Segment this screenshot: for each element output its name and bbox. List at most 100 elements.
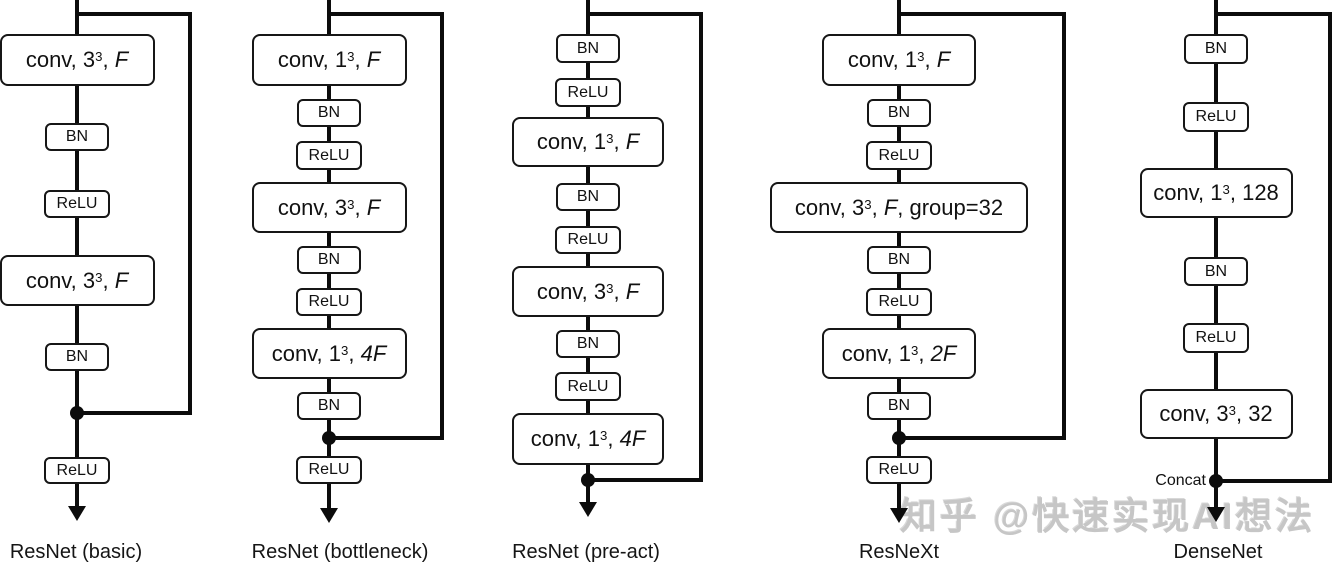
bn-box: BN <box>867 246 931 274</box>
relu-box: ReLU <box>866 288 932 316</box>
box-label: ReLU <box>567 377 609 395</box>
column-label: ResNet (pre-act) <box>512 541 660 563</box>
relu-box: ReLU <box>296 456 362 484</box>
merge-dot <box>1209 474 1223 488</box>
skip-connection-side <box>1062 12 1066 440</box>
relu-box: ReLU <box>866 141 932 170</box>
output-arrow <box>68 506 86 521</box>
box-label: conv, 33, F <box>25 267 129 293</box>
box-label: ReLU <box>878 461 920 478</box>
box-label: conv, 33, F, group=32 <box>794 194 1004 220</box>
relu-box: ReLU <box>555 372 621 401</box>
box-label: BN <box>1204 262 1228 280</box>
output-arrow <box>579 502 597 517</box>
merge-dot <box>581 473 595 487</box>
column-label: DenseNet <box>1173 541 1263 563</box>
skip-connection-top <box>899 12 1066 16</box>
bn-box: BN <box>867 99 931 127</box>
box-label: BN <box>887 397 911 414</box>
bn-box: BN <box>45 343 109 371</box>
relu-box: ReLU <box>1183 102 1249 132</box>
merge-dot <box>892 431 906 445</box>
skip-connection-side <box>188 12 192 415</box>
conv-box: conv, 33, 32 <box>1139 389 1293 439</box>
conv-box: conv, 13, F <box>822 34 976 86</box>
bn-box: BN <box>297 99 361 127</box>
bn-box: BN <box>1184 257 1248 286</box>
relu-box: ReLU <box>555 226 621 254</box>
box-label: ReLU <box>56 195 98 212</box>
box-label: ReLU <box>56 461 98 479</box>
box-label: BN <box>317 397 341 414</box>
watermark-text: 知乎 @快速实现AI想法 <box>900 496 1316 537</box>
box-label: ReLU <box>308 146 350 164</box>
box-label: BN <box>887 104 911 121</box>
merge-dot <box>322 431 336 445</box>
conv-box: conv, 33, F, group=32 <box>770 182 1028 233</box>
skip-connection-side <box>1328 12 1332 483</box>
box-label: conv, 33, F <box>25 47 129 72</box>
skip-connection-return <box>329 436 442 440</box>
conv-box: conv, 33, F <box>251 182 407 233</box>
conv-box: conv, 33, F <box>0 34 155 86</box>
box-label: conv, 33, 32 <box>1159 401 1273 426</box>
box-label: BN <box>65 128 89 145</box>
conv-box: conv, 13, 4F <box>512 413 664 465</box>
merge-dot <box>70 406 84 420</box>
bn-box: BN <box>297 246 361 274</box>
box-label: BN <box>317 104 341 121</box>
skip-connection-top <box>588 12 703 16</box>
bn-box: BN <box>556 34 620 63</box>
box-label: BN <box>576 188 600 205</box>
column-label: ResNet (bottleneck) <box>251 541 429 563</box>
box-label: ReLU <box>567 83 609 101</box>
box-label: conv, 13, 128 <box>1153 180 1279 205</box>
box-label: ReLU <box>567 231 609 248</box>
output-arrow <box>320 508 338 523</box>
bn-box: BN <box>867 392 931 420</box>
skip-connection-top <box>329 12 444 16</box>
box-label: conv, 13, 4F <box>530 426 646 451</box>
box-label: BN <box>887 251 911 268</box>
relu-box: ReLU <box>44 457 110 484</box>
bn-box: BN <box>556 183 620 211</box>
output-arrow <box>890 508 908 523</box>
box-label: BN <box>576 39 600 57</box>
conv-box: conv, 33, F <box>512 266 664 317</box>
skip-connection-side <box>699 12 703 482</box>
conv-box: conv, 33, F <box>0 255 155 306</box>
box-label: BN <box>1204 40 1228 57</box>
box-label: ReLU <box>308 293 350 310</box>
skip-connection-return <box>77 411 190 415</box>
relu-box: ReLU <box>1183 323 1249 353</box>
relu-box: ReLU <box>296 288 362 316</box>
skip-connection-side <box>440 12 444 440</box>
bn-box: BN <box>1184 34 1248 64</box>
bn-box: BN <box>45 123 109 151</box>
skip-connection-return <box>588 478 701 482</box>
column-label: ResNeXt <box>858 541 940 563</box>
box-label: ReLU <box>878 293 920 310</box>
conv-box: conv, 13, F <box>251 34 407 86</box>
relu-box: ReLU <box>296 141 362 170</box>
box-label: conv, 13, F <box>536 129 640 154</box>
relu-box: ReLU <box>866 456 932 484</box>
box-label: conv, 13, F <box>277 47 381 72</box>
skip-connection-top <box>77 12 192 16</box>
skip-connection-return <box>899 436 1064 440</box>
conv-box: conv, 13, 4F <box>251 328 407 379</box>
conv-box: conv, 13, 128 <box>1139 168 1293 218</box>
bn-box: BN <box>556 330 620 358</box>
flow-line <box>75 0 79 508</box>
bn-box: BN <box>297 392 361 420</box>
flow-line <box>1214 0 1218 509</box>
box-label: conv, 33, F <box>536 278 640 304</box>
box-label: conv, 13, 4F <box>271 340 387 366</box>
skip-connection-return <box>1216 479 1330 483</box>
skip-connection-top <box>1216 12 1332 16</box>
box-label: ReLU <box>308 461 350 478</box>
box-label: ReLU <box>1195 108 1237 125</box>
relu-box: ReLU <box>44 190 110 218</box>
